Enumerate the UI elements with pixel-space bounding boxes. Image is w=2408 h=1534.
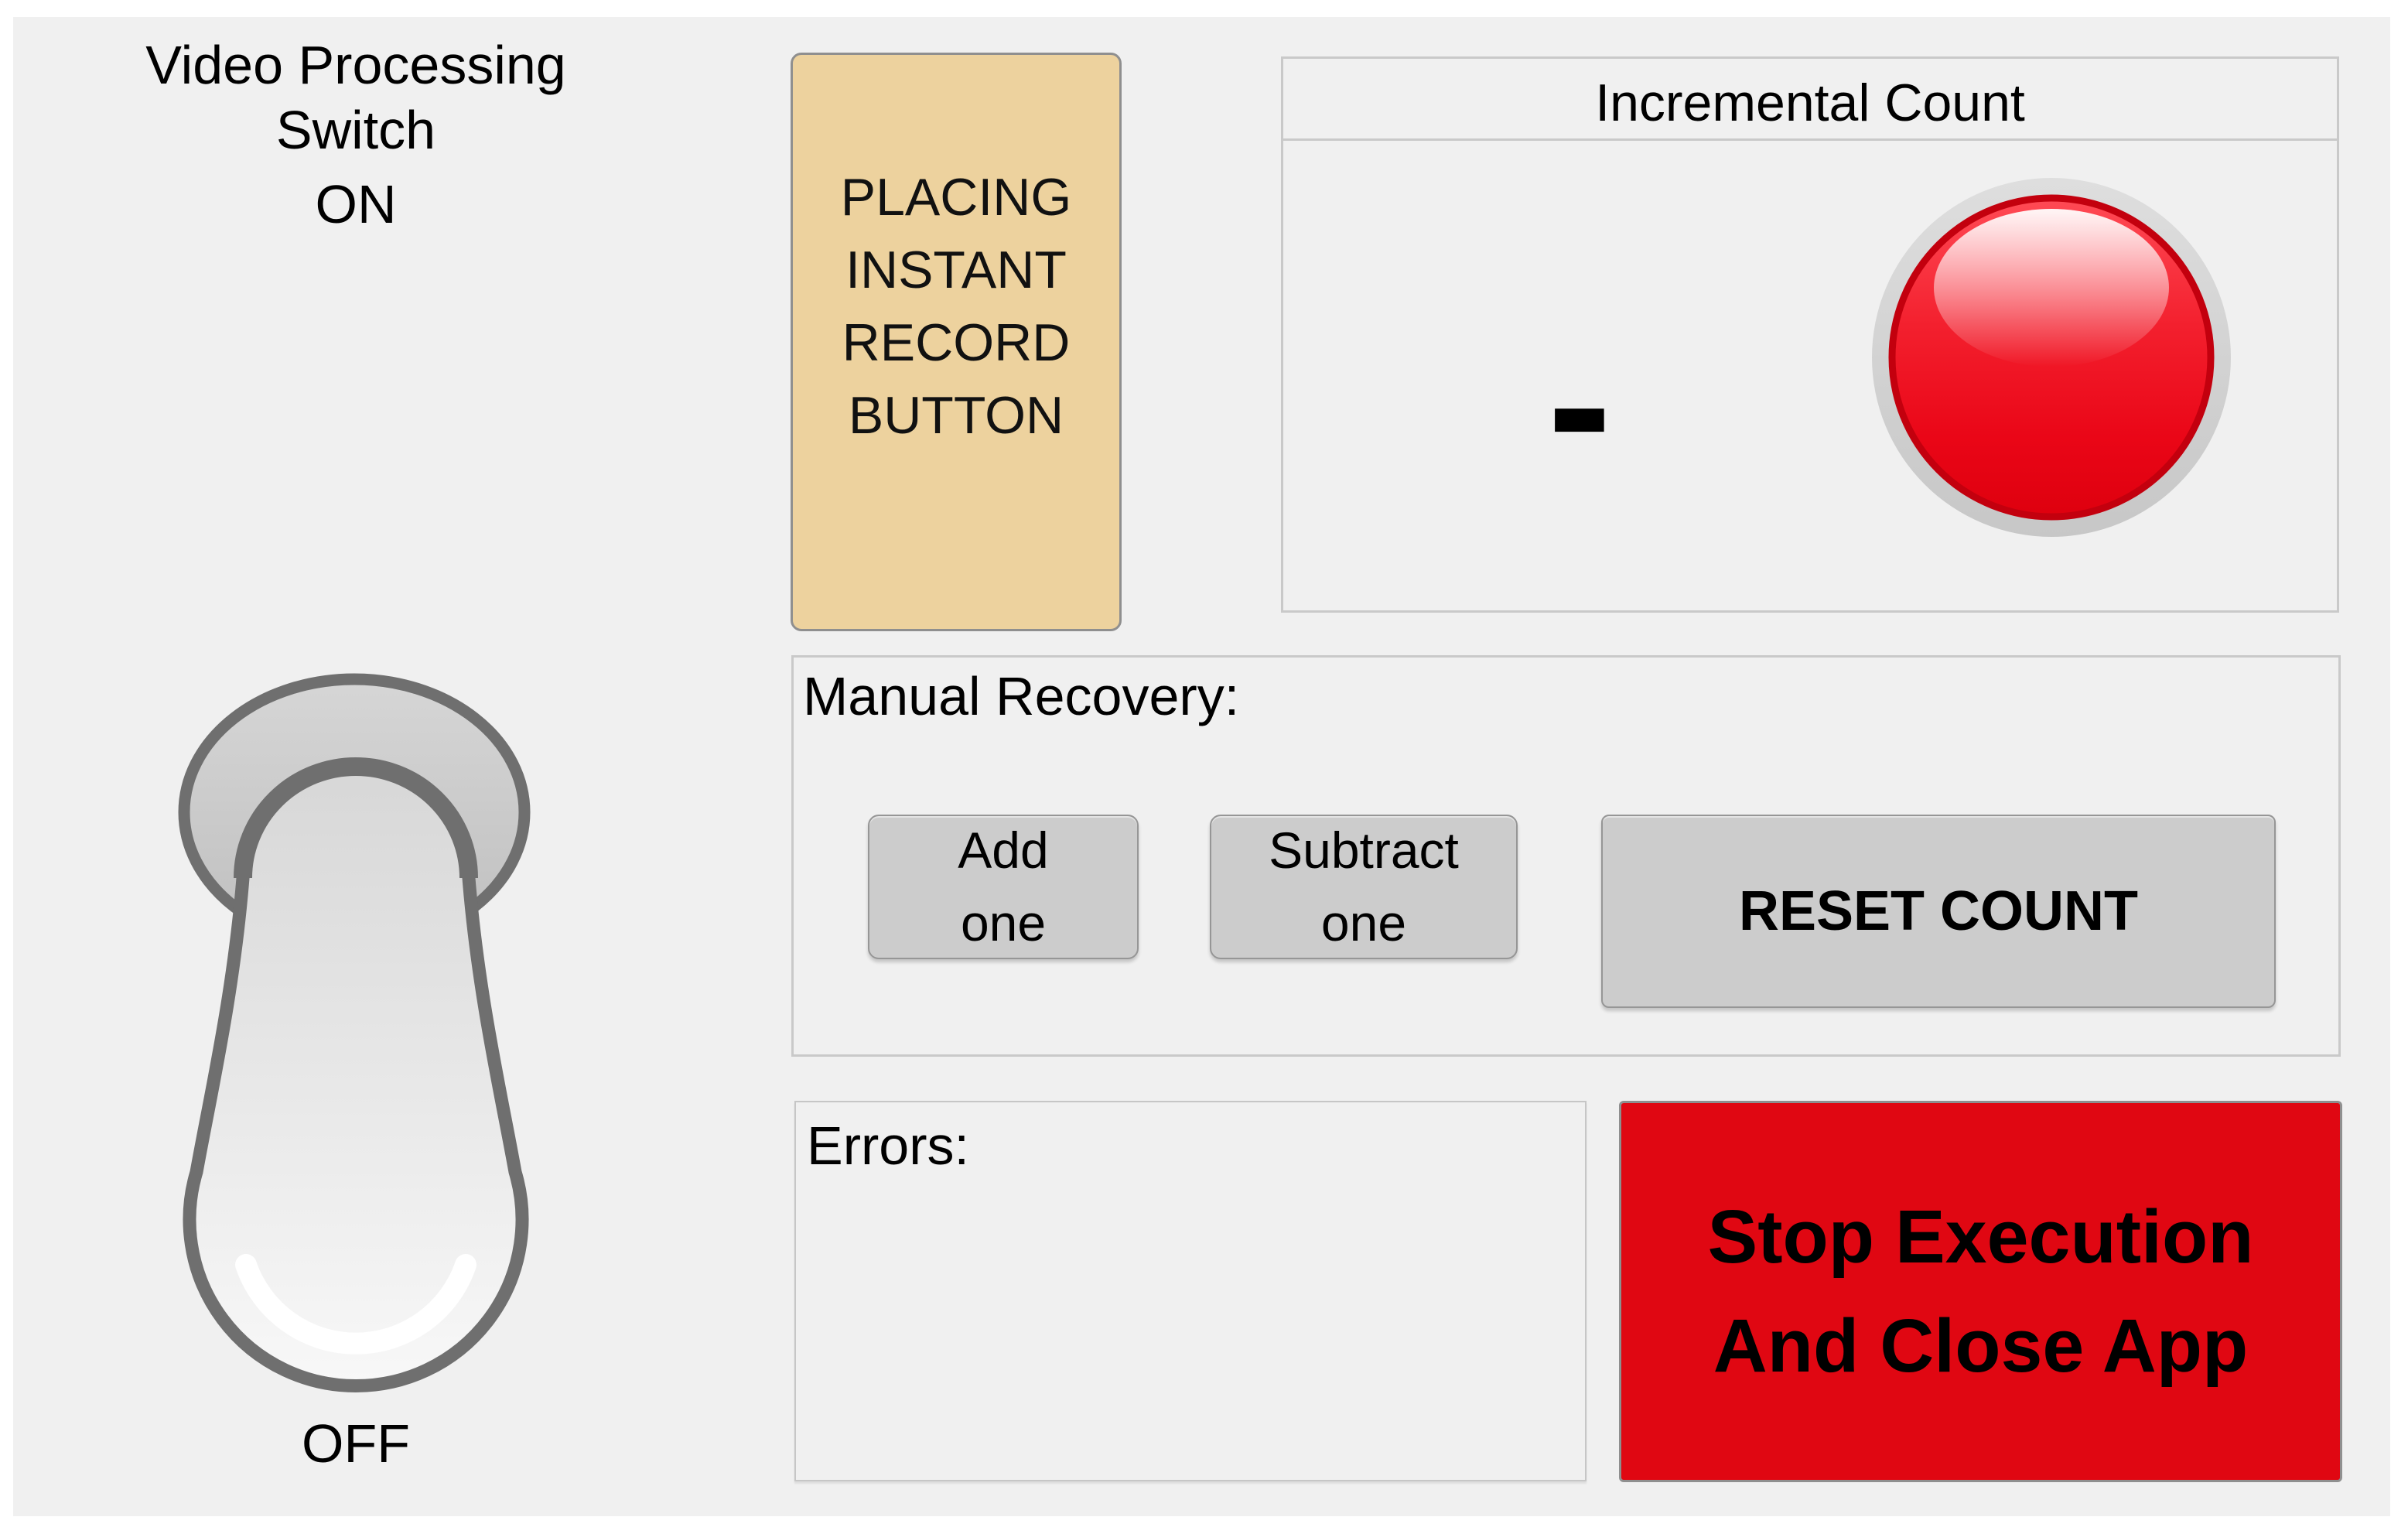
incremental-count-divider [1283,138,2337,141]
manual-recovery-label: Manual Recovery: [803,666,1240,726]
incremental-count-panel: Incremental Count - [1281,56,2339,613]
placing-instant-record-button[interactable]: PLACING INSTANT RECORD BUTTON [791,53,1122,631]
count-led-indicator [1872,178,2231,537]
switch-off-label: OFF [302,1413,410,1474]
video-processing-switch-label: Video Processing Switch [145,35,566,160]
incremental-count-value: - [1547,296,1612,511]
led-gloss-highlight [1934,209,2169,367]
subtract-one-button[interactable]: Subtract one [1210,815,1518,959]
add-one-button[interactable]: Add one [868,815,1139,959]
errors-label: Errors: [807,1115,969,1176]
manual-recovery-panel: Manual Recovery: Add one Subtract one RE… [791,655,2341,1057]
switch-pivot-ring [234,757,478,879]
switch-lever-highlight [235,1254,476,1355]
errors-panel: Errors: [794,1101,1587,1481]
video-processing-toggle-switch[interactable] [153,661,555,1450]
incremental-count-title: Incremental Count [1595,73,2025,132]
stop-execution-button[interactable]: Stop Execution And Close App [1619,1101,2342,1482]
reset-count-button[interactable]: RESET COUNT [1601,815,2276,1008]
switch-on-label: ON [315,174,397,234]
